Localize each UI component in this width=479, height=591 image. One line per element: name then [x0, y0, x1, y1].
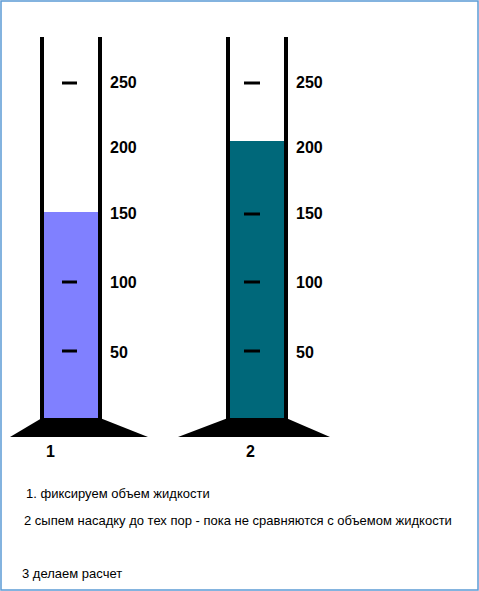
scale-value: 50 [110, 344, 128, 362]
step-note: 3 делаем расчет [22, 565, 122, 582]
liquid [230, 141, 284, 419]
scale-value: 200 [110, 139, 137, 157]
cylinder-base [10, 418, 148, 437]
scale-value: 100 [296, 274, 323, 292]
scale-value: 250 [110, 74, 137, 92]
scale-value: 50 [296, 344, 314, 362]
cylinder-wall [98, 37, 102, 420]
scale-ticks [62, 83, 77, 351]
scale-ticks [244, 83, 260, 351]
step-note: 2 сыпем насадку до тех пор - пока не сра… [24, 512, 464, 529]
liquid [44, 212, 98, 419]
scale-value: 200 [296, 139, 323, 157]
cylinder-wall [284, 37, 288, 420]
cylinder-wall [40, 37, 44, 420]
cylinder-number: 1 [46, 443, 55, 461]
scale-value: 150 [110, 205, 137, 223]
scale-value: 100 [110, 274, 137, 292]
cylinder-base [178, 418, 330, 437]
scale-value: 150 [296, 205, 323, 223]
scale-value: 250 [296, 74, 323, 92]
step-note: 1. фиксируем объем жидкости [26, 485, 210, 502]
cylinder-wall [226, 37, 230, 420]
cylinder-number: 2 [246, 443, 255, 461]
